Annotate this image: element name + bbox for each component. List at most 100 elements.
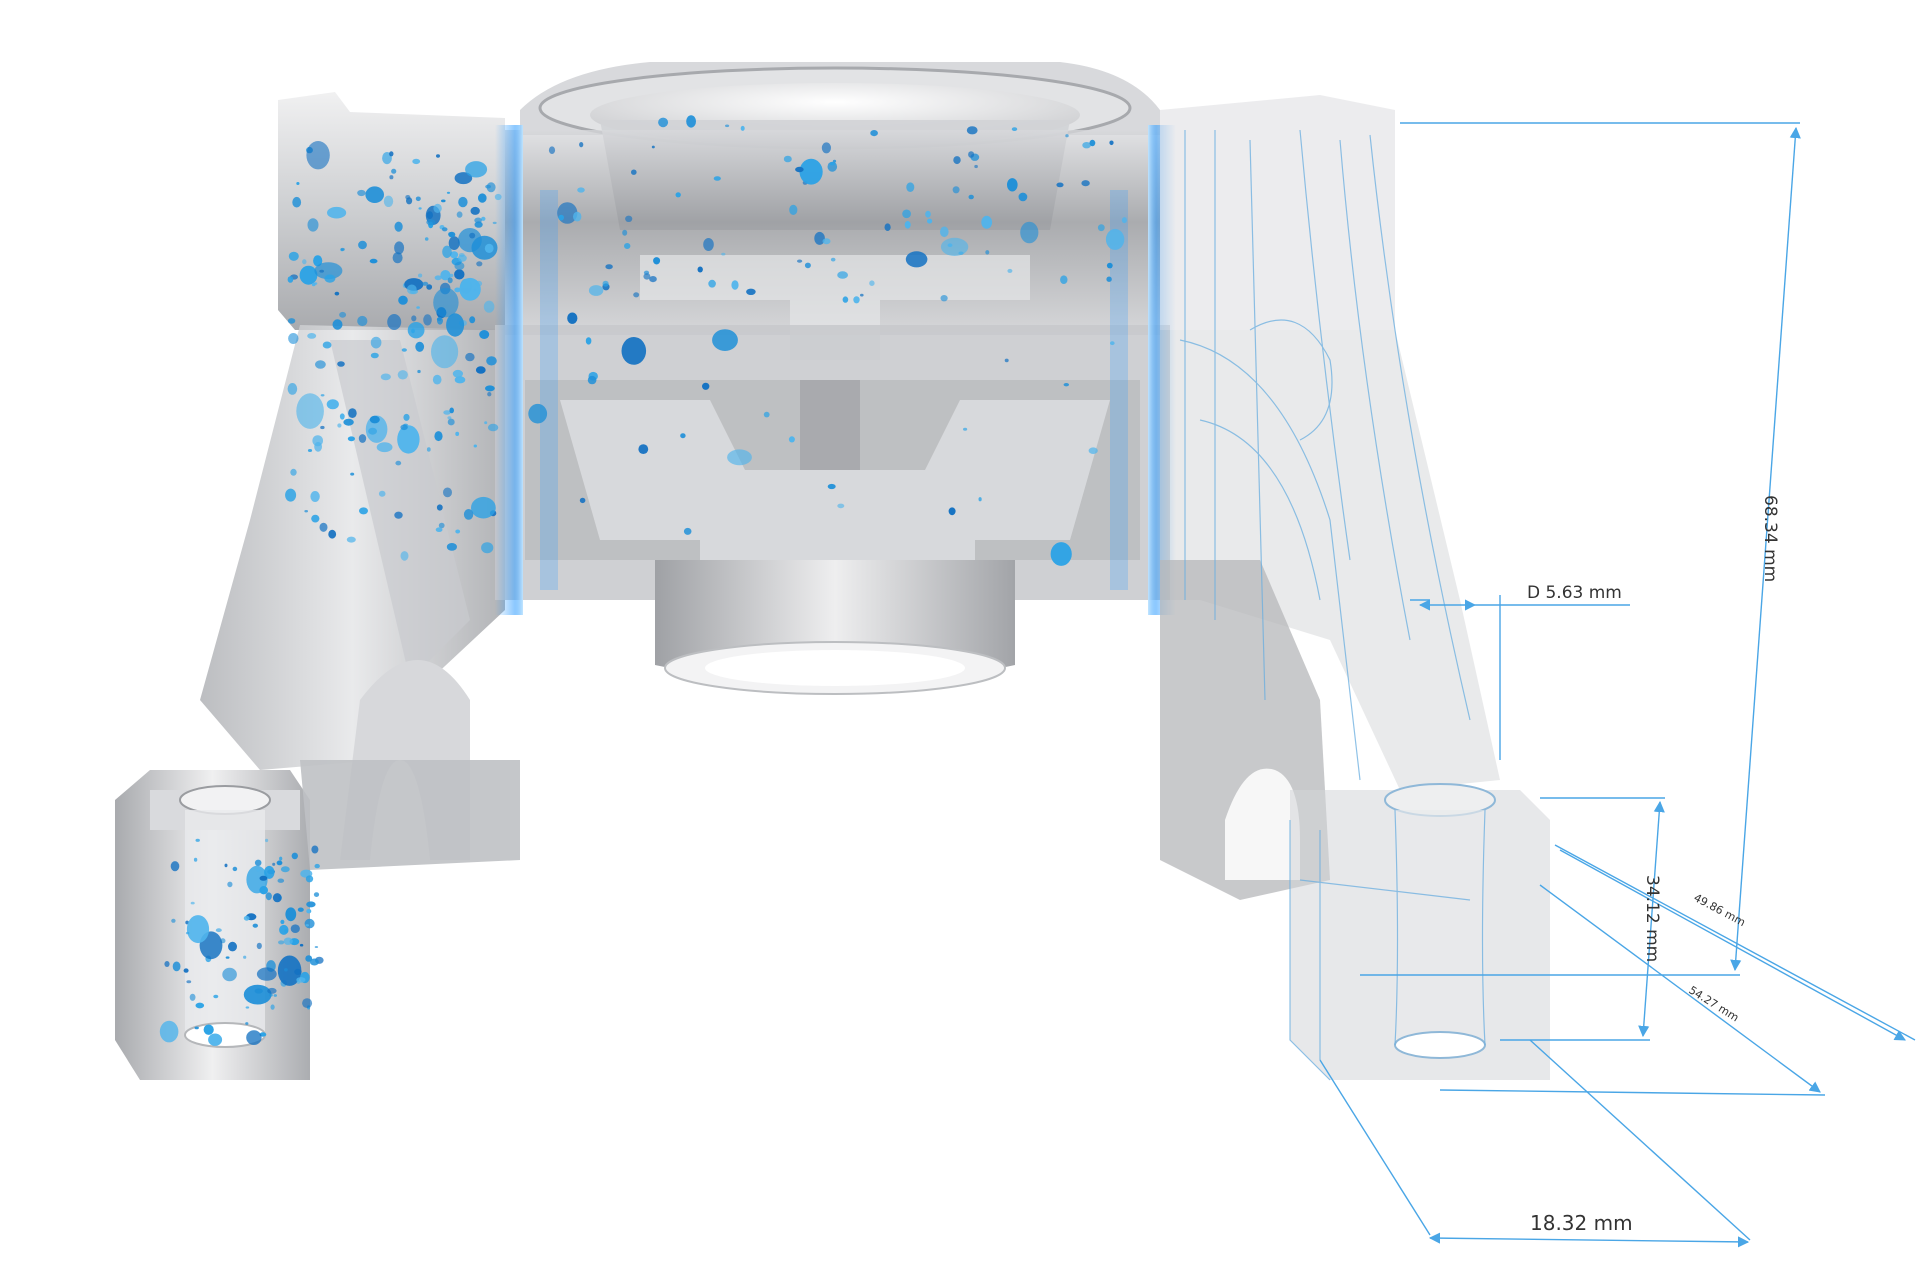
pore [978,497,982,502]
pore [837,503,845,509]
pore [795,166,804,173]
pore [449,407,455,414]
pore [1088,447,1098,455]
pore [392,252,403,264]
pore [431,335,459,369]
pore [259,875,268,881]
pore [254,859,262,866]
pore [721,252,726,256]
pore [446,191,451,194]
pore [940,226,949,238]
pore [407,322,425,339]
pore [454,376,466,384]
pore [1056,182,1064,188]
pore [387,314,402,330]
pore [905,251,928,268]
pore [309,958,319,966]
pore [224,863,228,868]
pore [322,341,332,349]
pore [267,987,277,994]
pore [1121,217,1127,224]
pore [299,265,318,285]
pore [376,442,393,453]
pore [389,151,394,157]
pore [185,931,190,935]
pore [279,924,289,935]
pore [442,245,452,258]
pore [320,394,325,397]
pore [940,237,969,256]
pore [337,423,342,428]
pore [788,436,795,443]
pore [789,204,798,215]
pore [311,282,316,287]
pore [347,436,355,442]
pore [474,217,482,224]
pore [312,435,324,447]
pore [797,259,803,263]
dim-54-line [1539,884,1821,1093]
pore [369,415,380,424]
pore [310,491,320,502]
pore [297,907,304,912]
pore [1081,180,1090,187]
pore [434,275,442,281]
central-hub [495,62,1176,695]
pore [727,449,752,466]
pore [290,468,297,476]
pore [302,259,307,265]
pore [332,319,343,330]
pore [259,886,269,895]
pore [1106,276,1112,282]
pore [394,221,403,232]
pore [307,333,317,339]
pore [164,961,170,967]
pore [378,490,386,497]
pore [222,967,237,982]
pore [479,330,490,339]
pore [213,994,219,999]
pore [455,431,460,436]
dim-bottom-ext [1439,1089,1826,1096]
pore [474,221,483,228]
pore [966,126,978,135]
pore [304,510,309,513]
pore [1063,383,1070,387]
pore [455,529,461,534]
pore [686,115,696,128]
dim-34-label: 34.12 mm [1642,875,1662,962]
pore [577,187,585,193]
pore [186,980,192,984]
pore [215,928,222,933]
dim-18-ext-left [1319,1059,1431,1236]
pore [426,211,433,220]
pore [985,250,990,255]
dim-18-line [1428,1232,1750,1248]
pore [829,161,836,166]
pore [441,199,446,203]
pore [227,881,233,888]
pore [337,361,345,367]
pore [680,433,686,439]
pore [804,262,811,269]
pore [602,280,609,287]
pore [357,315,368,327]
pore [481,542,494,554]
pore [397,370,408,380]
pore [380,373,391,381]
pore [172,961,181,972]
pore [651,145,655,149]
pore [426,447,431,452]
pore [725,124,730,128]
pore [245,1006,250,1009]
pore [449,273,454,278]
pore [567,312,578,324]
pore [447,416,452,420]
pore [256,967,277,981]
pore [370,352,379,359]
pore [436,504,443,511]
pore [473,444,477,448]
pore [320,425,325,430]
pore [481,216,486,221]
pore [389,175,394,180]
